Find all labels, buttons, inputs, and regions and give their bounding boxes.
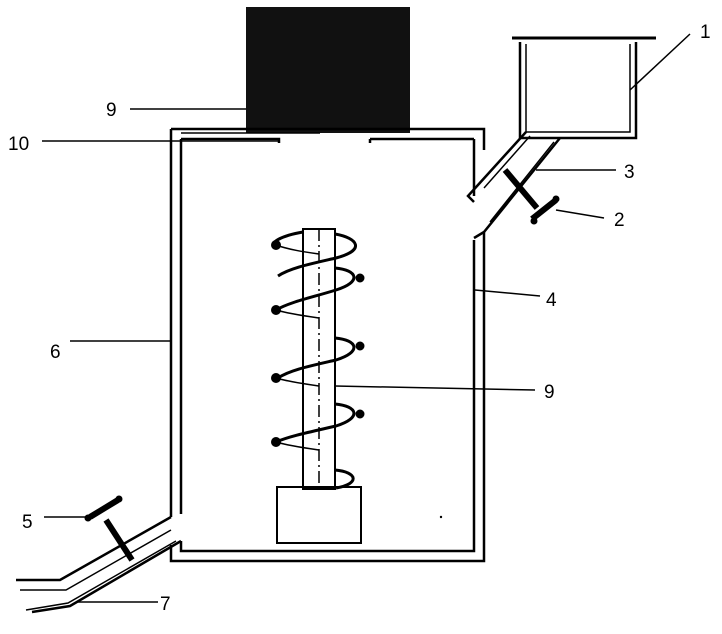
label-9-motor: 9 [106,100,117,121]
label-9-shaft: 9 [544,382,555,403]
tank-body [169,127,486,563]
label-5: 5 [22,512,33,533]
label-4: 4 [546,290,557,311]
leader-lines [42,33,691,603]
label-3: 3 [624,162,635,183]
inlet-pipe [466,131,561,240]
label-10: 10 [8,134,29,155]
label-2: 2 [614,210,625,231]
feed-hopper [512,36,656,140]
outlet-pipe [16,515,182,614]
inlet-valve [502,168,560,225]
motor-block [246,7,410,133]
label-7: 7 [160,594,171,615]
speck [439,515,443,519]
helical-blade [271,230,365,490]
shaft-base [276,486,362,544]
label-1: 1 [700,22,711,43]
outlet-valve [84,495,135,562]
label-6: 6 [50,342,61,363]
